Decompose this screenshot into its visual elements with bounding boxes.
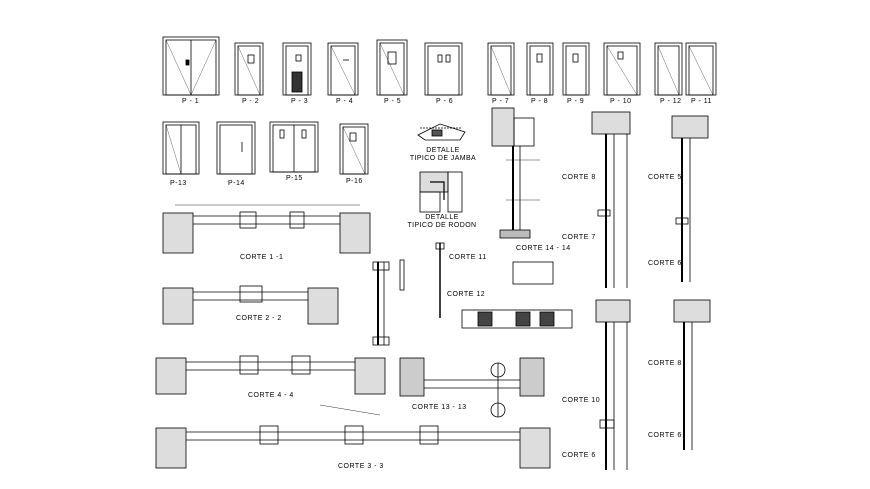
section-6-lower: [673, 299, 711, 450]
label-corte-12: CORTE 12: [447, 291, 486, 298]
section-3-3: [155, 404, 551, 469]
section-8-10-6: [595, 299, 631, 470]
label-p15: P-15: [286, 175, 303, 182]
door-elevation-p3: [282, 42, 312, 96]
detail-rodon-line2: TIPICO DE RODON: [407, 222, 477, 229]
label-corte-8b: CORTE 8: [648, 360, 682, 367]
section-13-13: [399, 357, 545, 418]
door-elevation-p4: [327, 42, 359, 96]
section-1-1: [162, 204, 371, 254]
label-corte-2-2: CORTE 2 - 2: [236, 315, 282, 322]
label-p16: P-16: [346, 178, 363, 185]
door-elevation-p15: [269, 121, 319, 173]
detail-rodon-title: DETALLE TIPICO DE RODON: [404, 214, 480, 230]
label-corte-1-1: CORTE 1 -1: [240, 254, 284, 261]
label-p5: P - 5: [384, 98, 402, 105]
section-5-6: [671, 115, 709, 282]
label-corte-7: CORTE 7: [562, 234, 596, 241]
label-corte-5: CORTE 5: [648, 174, 682, 181]
door-elevation-p1: [162, 36, 220, 96]
door-elevation-p11: [685, 42, 717, 96]
label-p3: P - 3: [291, 98, 309, 105]
label-p1: P - 1: [182, 98, 200, 105]
label-corte-13-13: CORTE 13 - 13: [412, 404, 467, 411]
section-vertical-dst: [372, 259, 405, 346]
detail-rodon: [419, 171, 463, 213]
door-elevation-p12: [654, 42, 683, 96]
label-corte-8a: CORTE 8: [562, 174, 596, 181]
label-corte-6c: CORTE 6: [562, 452, 596, 459]
section-8-7: [591, 111, 631, 288]
label-p6: P - 6: [436, 98, 454, 105]
label-corte-14-14: CORTE 14 - 14: [516, 245, 571, 252]
label-corte-6b: CORTE 6: [648, 432, 682, 439]
door-elevation-p10: [603, 42, 641, 96]
label-p2: P - 2: [242, 98, 260, 105]
label-corte-3-3: CORTE 3 - 3: [338, 463, 384, 470]
label-p14: P-14: [228, 180, 245, 187]
label-corte-11: CORTE 11: [449, 254, 487, 261]
section-11-12: [435, 242, 573, 329]
label-p11: P - 11: [691, 98, 713, 105]
detail-rodon-line1: DETALLE: [425, 214, 459, 221]
detail-jamba-line1: DETALLE: [426, 147, 460, 154]
door-elevation-p2: [234, 42, 264, 96]
door-elevation-p8: [526, 42, 554, 96]
section-2-2: [162, 285, 339, 325]
door-elevation-p5: [376, 39, 408, 96]
detail-jamba-title: DETALLE TIPICO DE JAMBA: [408, 147, 478, 163]
label-corte-4-4: CORTE 4 - 4: [248, 392, 294, 399]
section-4-4: [155, 355, 386, 395]
detail-jamba: [417, 123, 466, 141]
door-elevation-p13: [162, 121, 200, 175]
label-p7: P - 7: [492, 98, 510, 105]
label-p9: P - 9: [567, 98, 585, 105]
door-elevation-p7: [487, 42, 515, 96]
door-elevation-p6: [424, 42, 463, 96]
label-p13: P-13: [170, 180, 187, 187]
door-elevation-p16: [339, 123, 369, 175]
label-p10: P - 10: [610, 98, 632, 105]
label-corte-10: CORTE 10: [562, 397, 601, 404]
label-p12: P - 12: [660, 98, 682, 105]
detail-jamba-line2: TIPICO DE JAMBA: [409, 155, 477, 162]
label-corte-6a: CORTE 6: [648, 260, 682, 267]
door-elevation-p9: [562, 42, 590, 96]
label-p4: P - 4: [336, 98, 354, 105]
label-p8: P - 8: [531, 98, 549, 105]
door-elevation-p14: [216, 121, 256, 175]
section-14-14: [491, 107, 540, 239]
